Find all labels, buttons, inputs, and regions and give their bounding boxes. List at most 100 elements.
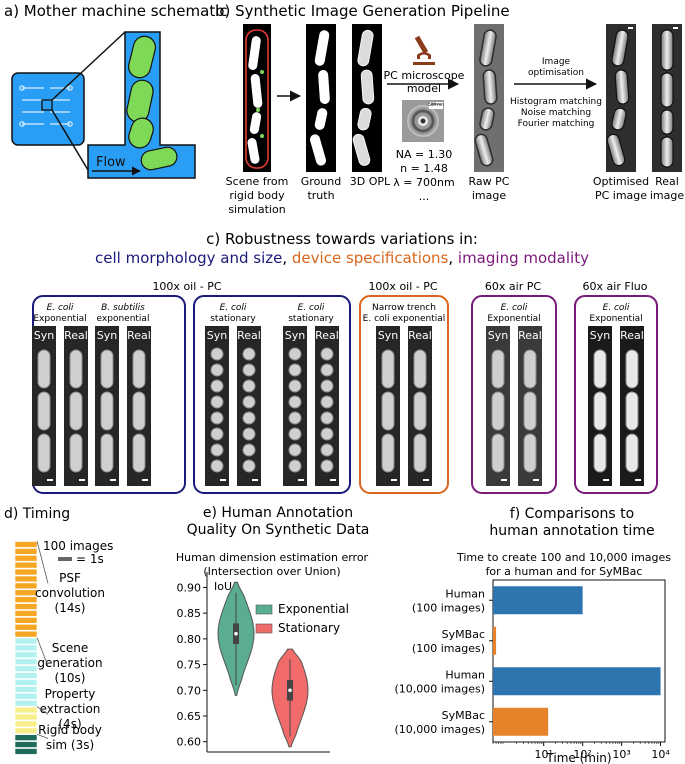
legend-swatch bbox=[255, 604, 273, 615]
timing-legend-1: 100 images bbox=[43, 539, 113, 553]
bar bbox=[493, 667, 661, 696]
condition-label: Narrow trench bbox=[372, 303, 436, 313]
timing-label: Scene bbox=[52, 641, 89, 655]
x-tick-label: 10³ bbox=[612, 748, 630, 761]
label-optimised-2: PC image bbox=[595, 189, 647, 202]
x-axis-label: Time (min) bbox=[545, 751, 611, 764]
timing-label: generation bbox=[37, 656, 102, 670]
label-scene-1: Scene from bbox=[226, 175, 289, 188]
micrograph-label: Real bbox=[315, 329, 339, 342]
y-tick-label: 0.60 bbox=[177, 736, 202, 749]
timing-leader bbox=[36, 733, 49, 739]
cell bbox=[242, 427, 256, 441]
y-tick-label: 0.85 bbox=[177, 607, 202, 620]
timing-block bbox=[14, 596, 38, 603]
category-label: (10,000 images) bbox=[394, 682, 485, 695]
panel-c-subtitle: cell morphology and size, device specifi… bbox=[95, 249, 589, 267]
subtitle-device: device specifications bbox=[292, 249, 449, 267]
timing-block bbox=[14, 644, 38, 652]
cell bbox=[320, 395, 334, 409]
timing-labels: PSFconvolution(14s)Scenegeneration(10s)P… bbox=[35, 540, 105, 752]
timing-block bbox=[14, 582, 38, 590]
chip-icon bbox=[11, 72, 85, 146]
category-label: Human bbox=[445, 668, 485, 681]
scale-bar bbox=[533, 479, 539, 481]
cell bbox=[320, 347, 334, 361]
timing-stack bbox=[14, 541, 38, 755]
cell bbox=[210, 411, 224, 425]
panel-e-sub-1: Human dimension estimation error bbox=[176, 551, 369, 564]
timing-block bbox=[14, 665, 38, 672]
condition-label: stationary bbox=[288, 314, 334, 324]
timing-block bbox=[14, 706, 38, 714]
cell bbox=[320, 363, 334, 377]
timing-legend-2: = 1s bbox=[76, 552, 104, 566]
panel-e-title-2: Quality On Synthetic Data bbox=[187, 522, 370, 538]
cell bbox=[69, 349, 83, 389]
optimised-pc-image bbox=[606, 24, 636, 172]
cell bbox=[593, 349, 607, 389]
scale-bar bbox=[110, 479, 116, 481]
cell bbox=[210, 443, 224, 457]
timing-block bbox=[14, 610, 38, 617]
cell bbox=[593, 391, 607, 431]
x-tick-label: 10² bbox=[573, 748, 591, 761]
y-tick-label: 0.65 bbox=[177, 710, 202, 723]
label-optim-step-2: Noise matching bbox=[521, 108, 591, 118]
timing-block bbox=[14, 561, 38, 569]
bar bbox=[493, 586, 583, 615]
timing-label: PSF bbox=[59, 571, 81, 585]
timing-block bbox=[14, 686, 38, 693]
condition-label: E. coli bbox=[501, 303, 528, 313]
scale-bar bbox=[501, 479, 507, 481]
cell bbox=[413, 433, 427, 473]
label-scene-2: rigid body bbox=[229, 189, 285, 202]
subtitle-modality: imaging modality bbox=[458, 249, 589, 267]
cell bbox=[242, 347, 256, 361]
cell bbox=[288, 411, 302, 425]
timing-block bbox=[14, 554, 38, 562]
param-lambda: λ = 700nm bbox=[393, 176, 454, 189]
cell bbox=[210, 395, 224, 409]
label-raw-1: Raw PC bbox=[469, 175, 510, 188]
category-label: (10,000 images) bbox=[394, 723, 485, 736]
label-gt-2: truth bbox=[307, 189, 334, 202]
timing-block bbox=[14, 623, 38, 631]
condition-label: E. coli bbox=[603, 303, 630, 313]
timing-block bbox=[14, 713, 38, 721]
cell bbox=[242, 443, 256, 457]
cell bbox=[381, 391, 395, 431]
timing-label: Property bbox=[45, 687, 96, 701]
timing-block bbox=[14, 617, 38, 624]
cell bbox=[320, 443, 334, 457]
condition-label: E. coli exponential bbox=[363, 314, 446, 324]
scale-bar bbox=[298, 479, 304, 481]
timing-block bbox=[14, 658, 38, 665]
timing-block bbox=[14, 734, 38, 741]
robustness-box bbox=[193, 295, 351, 494]
timing-block bbox=[14, 575, 38, 583]
cell bbox=[242, 459, 256, 473]
scale-bar bbox=[330, 479, 336, 481]
ground-truth-image bbox=[306, 24, 336, 172]
timing-label: extraction bbox=[40, 702, 101, 716]
flow-label: Flow bbox=[96, 155, 126, 170]
scale-bar bbox=[252, 479, 258, 481]
x-tick-label: 10¹ bbox=[534, 748, 552, 761]
micrograph-label: Syn bbox=[590, 329, 610, 342]
micrograph-label: Syn bbox=[207, 329, 227, 342]
micrograph-label: Syn bbox=[488, 329, 508, 342]
cell-4 bbox=[140, 146, 178, 171]
category-label: SyMBac bbox=[442, 709, 485, 722]
cell bbox=[210, 459, 224, 473]
timing-leader bbox=[36, 540, 49, 584]
micrograph-label: Real bbox=[64, 329, 88, 342]
condition-label: E. coli bbox=[298, 303, 325, 313]
cell bbox=[381, 349, 395, 389]
scene-image bbox=[243, 24, 271, 172]
timing-block bbox=[14, 699, 38, 707]
timing-label: (4s) bbox=[58, 717, 81, 731]
scale-bar bbox=[423, 479, 429, 481]
